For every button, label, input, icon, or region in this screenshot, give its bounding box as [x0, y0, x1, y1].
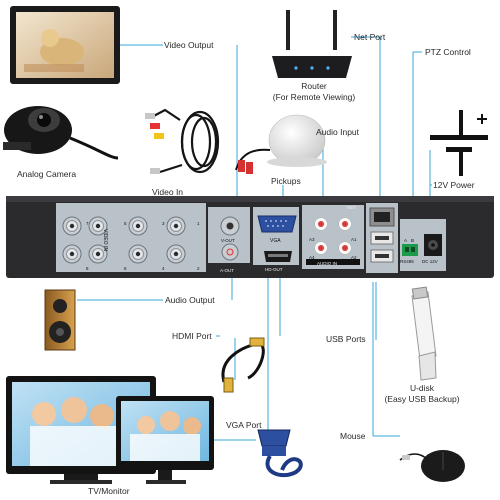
vga-cable-icon	[257, 429, 303, 478]
bnc-connector-ch3	[128, 216, 148, 236]
label-ptz-control: PTZ Control	[425, 47, 471, 57]
pickup-microphone-icon	[235, 114, 327, 174]
panel-ch8: 8	[86, 266, 89, 271]
panel-ch7: 7	[86, 221, 89, 226]
vout-aout-connectors	[220, 216, 240, 261]
label-audio-output: Audio Output	[165, 295, 215, 305]
label-12v-power: 12V Power	[433, 180, 475, 190]
panel-b: B	[411, 238, 415, 243]
line-net-port	[351, 36, 381, 212]
panel-audio-in: AUDIO IN	[317, 261, 338, 266]
panel-a3: A3	[309, 237, 315, 242]
bnc-connector-ch7	[62, 216, 82, 236]
panel-net: NET	[347, 205, 356, 210]
net-usb-ports	[369, 207, 395, 263]
line-hdmi	[216, 270, 281, 337]
label-video-output: Video Output	[164, 40, 214, 50]
bnc-video-in-group	[62, 216, 186, 264]
bnc-connector-ch4	[128, 244, 148, 264]
vga-hdmi-ports	[257, 215, 297, 262]
label-router-sub: (For Remote Viewing)	[272, 92, 356, 102]
panel-a2: A2	[351, 255, 357, 260]
panel-a-out: A-OUT	[220, 268, 234, 273]
panel-ch4: 4	[162, 266, 165, 271]
label-router: Router	[301, 81, 327, 91]
video-output-monitor	[10, 6, 120, 84]
label-usb-ports: USB Ports	[326, 334, 366, 344]
cable-connectors	[145, 113, 164, 174]
panel-a: A	[404, 238, 408, 243]
label-tv-monitor: TV/Monitor	[88, 486, 130, 496]
panel-video-in-text: VIDEO IN	[102, 229, 108, 251]
label-vga-port: VGA Port	[226, 420, 262, 430]
label-analog-camera: Analog Camera	[17, 169, 77, 179]
bnc-connector-ch5	[88, 216, 108, 236]
bnc-connector-ch2	[166, 244, 186, 264]
line-mouse	[372, 282, 400, 437]
panel-ch2: 2	[197, 266, 200, 271]
speaker-icon	[44, 289, 76, 351]
label-video-in: Video In	[152, 187, 184, 197]
dvr-rear-panel	[6, 196, 494, 278]
label-pickups: Pickups	[271, 176, 301, 186]
label-mouse: Mouse	[340, 431, 366, 441]
bnc-connector-ch6	[88, 244, 108, 264]
panel-ch3: 3	[162, 221, 165, 226]
panel-a4: A4	[309, 255, 315, 260]
vga-monitor-icon	[116, 396, 214, 484]
panel-ch1: 1	[197, 221, 200, 226]
analog-camera-icon	[3, 106, 119, 160]
panel-ch5: 5	[124, 221, 127, 226]
mouse-icon	[399, 450, 465, 482]
u-disk-icon	[411, 286, 437, 381]
panel-v-out: V-OUT	[221, 238, 235, 243]
audio-in-rca-group	[306, 217, 360, 265]
bnc-connector-ch1	[166, 216, 186, 236]
router-icon	[272, 10, 352, 78]
power-dc-symbol	[430, 110, 488, 176]
rs485-dc-ports	[402, 234, 442, 256]
panel-dc12v: DC 12V	[422, 259, 438, 264]
camera-cable-coil	[149, 108, 220, 174]
label-audio-input: Audio Input	[316, 127, 360, 137]
bnc-connector-ch8	[62, 244, 82, 264]
panel-hd-out: HD-OUT	[265, 267, 283, 272]
panel-rs485: RS485	[400, 259, 414, 264]
label-hdmi-port: HDMI Port	[172, 331, 212, 341]
panel-a1: A1	[351, 237, 357, 242]
panel-ch6: 6	[124, 266, 127, 271]
hdmi-cable-icon	[221, 337, 265, 393]
panel-vga: VGA	[270, 238, 281, 244]
label-u-disk-sub: (Easy USB Backup)	[384, 394, 460, 404]
label-u-disk: U-disk	[409, 383, 435, 393]
label-net-port: Net Port	[354, 32, 386, 42]
